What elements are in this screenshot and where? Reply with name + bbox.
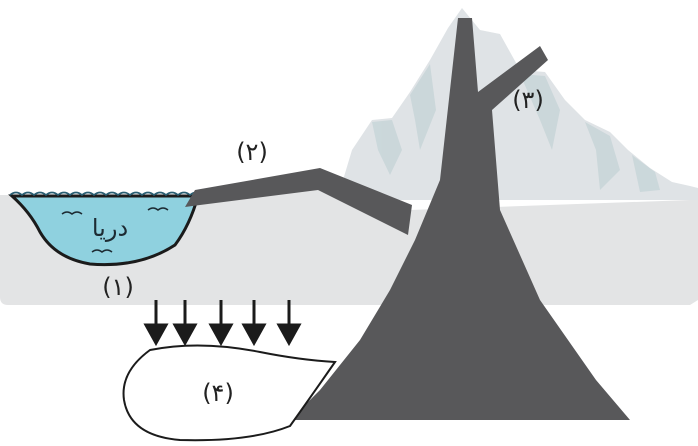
label-2: (۲): [236, 138, 268, 166]
label-3: (۳): [512, 86, 544, 114]
down-arrow-icon: [146, 300, 299, 343]
label-4: (۴): [202, 379, 234, 407]
label-1: (۱): [102, 273, 134, 301]
sea-label: دریا: [92, 214, 128, 242]
